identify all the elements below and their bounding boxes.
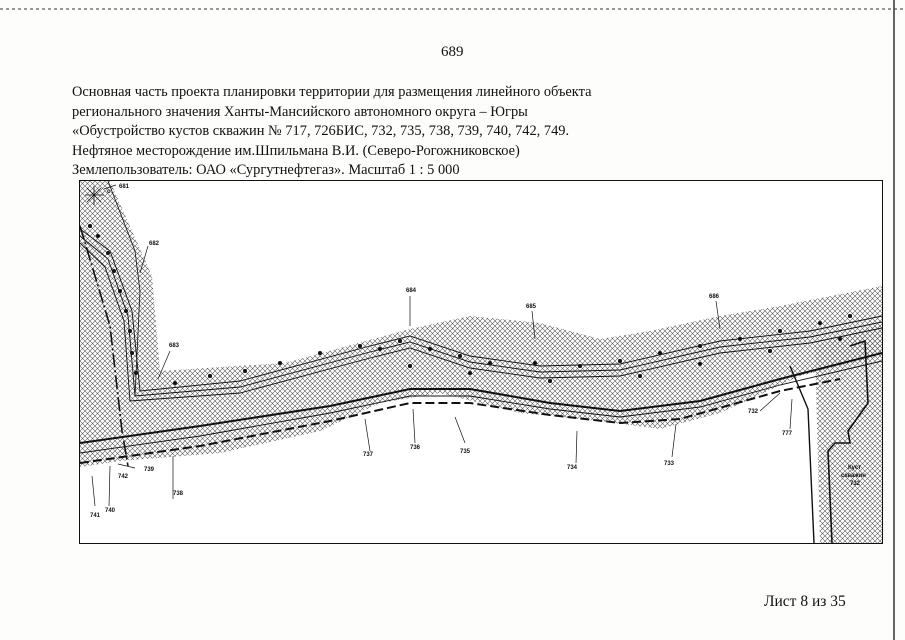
left-edge-line (107, 181, 141, 397)
leader-lines (91, 184, 793, 507)
title-line: Основная часть проекта планировки террит… (72, 84, 592, 100)
well-pad-outline (827, 339, 869, 543)
point-label-777: 777 (782, 431, 793, 437)
north-arrow-icon (85, 186, 104, 205)
document-title: Основная часть проекта планировки террит… (72, 83, 772, 181)
pad-label-line: Куст (848, 465, 861, 471)
point-label-741: 741 (90, 513, 101, 519)
title-line: «Обустройство кустов скважин № 717, 726Б… (72, 123, 570, 139)
north-label: с (107, 189, 111, 195)
pipeline-line (80, 242, 882, 402)
road-main-line (80, 352, 882, 444)
pad-access-line (789, 365, 815, 543)
pad-label-line: скважин (841, 473, 866, 479)
point-label-684: 684 (406, 288, 417, 294)
sheet-counter: Лист 8 из 35 (764, 593, 846, 610)
pipeline-line (80, 228, 882, 392)
point-label-737: 737 (363, 452, 374, 458)
point-label-739: 739 (144, 467, 155, 473)
point-label-686: 686 (709, 294, 720, 300)
point-label-682: 682 (149, 241, 160, 247)
point-label-738: 738 (173, 491, 184, 497)
plan-map: с 681 682 683 684 685 686 (79, 180, 883, 544)
scan-edge-right (893, 0, 895, 640)
point-label-734: 734 (567, 465, 578, 471)
pipeline-line (80, 235, 882, 397)
point-label-681: 681 (119, 184, 130, 190)
point-label-685: 685 (526, 304, 537, 310)
plan-map-drawing: с 681 682 683 684 685 686 (80, 181, 882, 543)
point-label-733: 733 (664, 461, 675, 467)
title-line: регионального значения Ханты-Мансийского… (72, 103, 528, 120)
title-line: Землепользователь: ОАО «Сургутнефтегаз».… (72, 162, 460, 178)
pad-label-line: 732 (850, 481, 861, 487)
point-label-736: 736 (410, 445, 421, 451)
title-line: Нефтяное месторождение им.Шпильмана В.И.… (72, 142, 520, 159)
page-number: 689 (441, 44, 464, 60)
road-boundary-dashed (80, 378, 841, 464)
point-label-683: 683 (169, 343, 180, 349)
corridor-zone (80, 181, 882, 467)
road-edge-line (80, 360, 882, 454)
point-label-742: 742 (118, 474, 129, 480)
left-boundary-line (80, 225, 129, 467)
point-label-732: 732 (748, 409, 759, 415)
scan-edge-top (0, 8, 905, 10)
point-label-740: 740 (105, 508, 116, 514)
point-label-735: 735 (460, 449, 471, 455)
pipeline-dots (88, 224, 852, 385)
